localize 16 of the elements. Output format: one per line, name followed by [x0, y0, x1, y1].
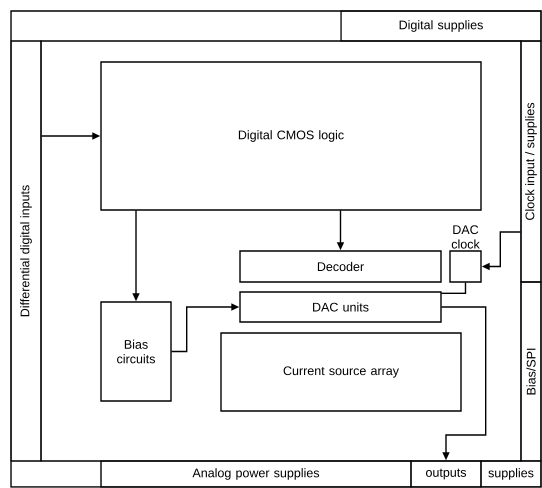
pad-band: Clock input / supplies — [520, 40, 542, 283]
arrow — [442, 282, 466, 294]
block-box: Current source array — [220, 332, 462, 412]
block-box: DAC units — [239, 291, 442, 323]
block-box: DAC clock — [449, 225, 482, 283]
block-box: Bias circuits — [100, 301, 172, 402]
block-box: Decoder — [239, 250, 442, 283]
pad-band: outputs — [410, 460, 482, 488]
node-label: DAC clock — [452, 225, 480, 249]
chip-area — [40, 40, 522, 462]
pad-band: Digital supplies — [340, 10, 542, 42]
pad-band: Analog power supplies — [100, 460, 412, 488]
pad-band: Differential digital inputs — [10, 40, 42, 462]
block-box: Digital CMOS logic — [100, 61, 482, 211]
pad-band: Bias/SPI — [520, 281, 542, 462]
pad-band: supplies — [480, 460, 542, 488]
